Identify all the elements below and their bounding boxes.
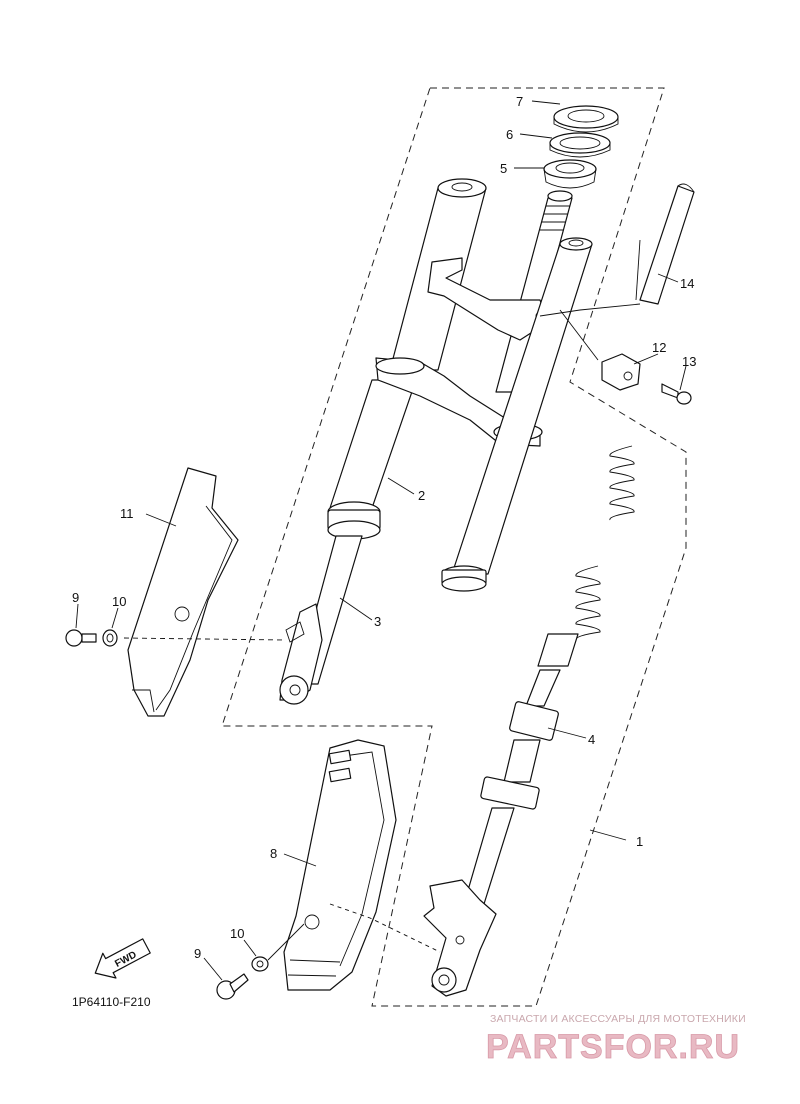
washer-10-lower: [251, 956, 269, 972]
callout-2: 2: [418, 488, 425, 503]
bolt-9-lower: [216, 973, 249, 1000]
watermark: ЗАПЧАСТИ И АКСЕССУАРЫ ДЛЯ МОТОТЕХНИКИ PA…: [486, 1013, 746, 1066]
callout-8: 8: [270, 846, 277, 861]
callout-12: 12: [652, 340, 666, 355]
bearing-race-5: [543, 159, 597, 189]
callout-1: 1: [636, 834, 643, 849]
fork-guard-8: [283, 739, 397, 991]
callout-9-upper: 9: [72, 590, 79, 605]
assembly-boundary-upper: [221, 87, 687, 1007]
fork-guard-11: [127, 467, 239, 717]
fwd-arrow: FWD: [94, 938, 151, 979]
callout-11: 11: [120, 506, 134, 521]
washer-10-upper: [102, 629, 118, 647]
callout-6: 6: [506, 127, 513, 142]
assembly-lines: [123, 239, 641, 961]
callout-5: 5: [500, 161, 507, 176]
callout-14: 14: [680, 276, 694, 291]
bolt-9-upper: [65, 629, 97, 647]
callout-9-lower: 9: [194, 946, 201, 961]
fork-spring: [575, 445, 635, 641]
callout-4: 4: [588, 732, 595, 747]
callout-leaders: [75, 100, 687, 981]
callout-7: 7: [516, 94, 523, 109]
watermark-tagline: ЗАПЧАСТИ И АКСЕССУАРЫ ДЛЯ МОТОТЕХНИКИ: [490, 1013, 746, 1025]
bearing-race-7: [553, 105, 619, 133]
fork-outer-tube-2: [279, 178, 487, 705]
watermark-brand: PARTSFOR.RU: [486, 1028, 740, 1066]
callout-10-upper: 10: [112, 594, 126, 609]
callout-10-lower: 10: [230, 926, 244, 941]
diagram-code: 1P64110-F210: [72, 995, 151, 1009]
fork-inner-assembly-4: [423, 633, 579, 997]
decal-14: [639, 183, 695, 305]
fork-right-upper-tube: [441, 237, 593, 592]
callout-labels: 7 6 5 2 3 4 1 8 11 9 10 10 9 14 12 13: [72, 94, 696, 961]
bolt-13: [661, 383, 692, 405]
bearing-6: [549, 132, 611, 158]
callout-13: 13: [682, 354, 696, 369]
cable-guide-12: [601, 353, 641, 391]
callout-3: 3: [374, 614, 381, 629]
